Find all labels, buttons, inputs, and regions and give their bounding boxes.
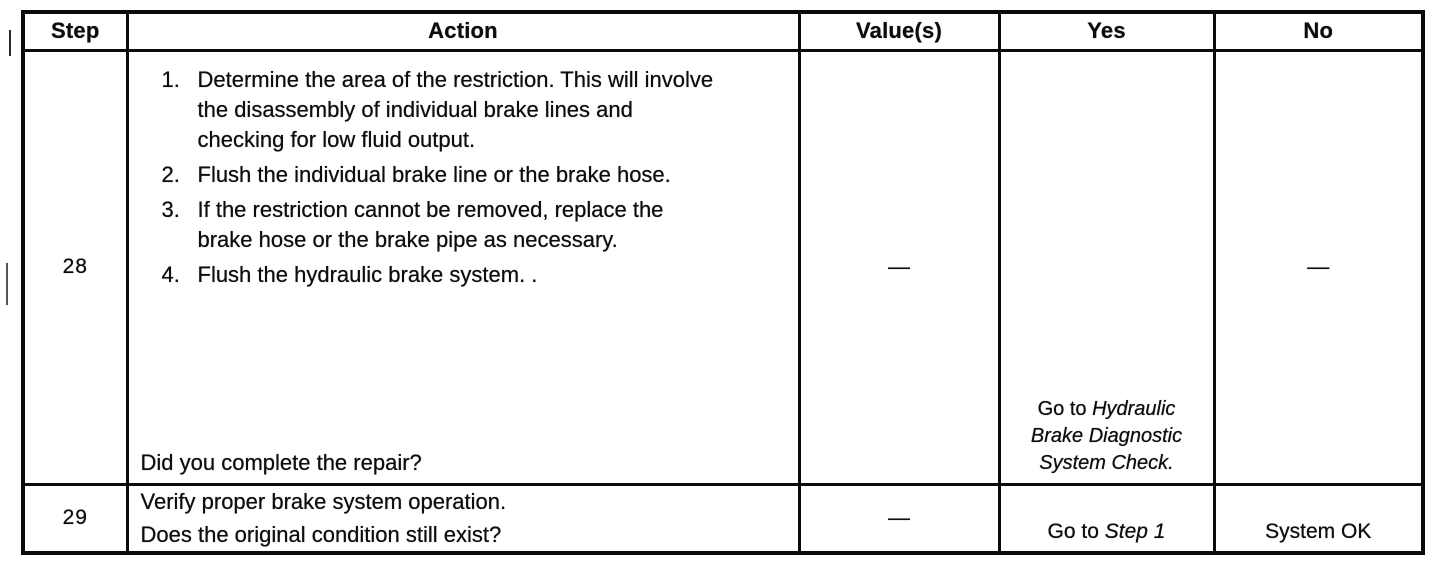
action-step-text: Flush the hydraulic brake system. . — [197, 261, 538, 287]
column-header-action: Action — [125, 10, 801, 52]
action-step-number: 2. — [161, 161, 180, 187]
no-result-text: System OK — [1265, 520, 1372, 543]
step-28-yes-cell: Go to Hydraulic Brake Diagnostic System … — [997, 48, 1216, 486]
action-step-text: Flush the individual brake line or the b… — [197, 161, 671, 187]
column-header-values: Value(s) — [797, 10, 1001, 52]
column-header-no: No — [1212, 10, 1425, 52]
action-step-list: 1. Determine the area of the restriction… — [129, 65, 798, 290]
step-29-number: 29 — [21, 482, 129, 555]
action-step-item: 1. Determine the area of the restriction… — [162, 65, 790, 155]
step-29-yes-cell: Go to Step 1 — [997, 482, 1216, 555]
action-step-text: If the restriction cannot be removed, re… — [197, 196, 664, 252]
action-question: Does the original condition still exist? — [140, 522, 502, 548]
action-question: Did you complete the repair? — [140, 449, 422, 475]
step-28-action-cell: 1. Determine the area of the restriction… — [125, 48, 801, 486]
go-to-prefix: Go to — [1047, 520, 1105, 543]
header-row: Step Action Value(s) Yes No — [21, 10, 1425, 52]
step-28-no-dash: — — [1212, 48, 1425, 486]
diagnostic-table: Step Action Value(s) Yes No 28 1. Determ… — [21, 10, 1425, 555]
action-line: Verify proper brake system operation. — [140, 489, 507, 515]
reference-italic: Hydraulic Brake Diagnostic System Check. — [1030, 397, 1183, 474]
step-29-no-cell: System OK — [1212, 482, 1425, 555]
scan-artifact — [6, 263, 8, 305]
go-to-prefix: Go to — [1037, 397, 1093, 420]
step-28-row: 28 1. Determine the area of the restrict… — [21, 48, 1425, 486]
step-28-values-dash: — — [797, 48, 1001, 486]
scan-artifact — [9, 30, 11, 56]
action-step-item: 4. Flush the hydraulic brake system. . — [162, 260, 790, 290]
action-step-number: 1. — [161, 66, 180, 92]
reference-italic: Step 1 — [1104, 520, 1166, 543]
yes-instruction: Go to Step 1 — [1001, 520, 1213, 544]
column-header-step: Step — [21, 10, 129, 52]
step-29-action-cell: Verify proper brake system operation. Do… — [125, 482, 801, 555]
action-step-number: 3. — [161, 196, 180, 222]
action-step-text: Determine the area of the restriction. T… — [197, 66, 714, 152]
column-header-yes: Yes — [997, 10, 1216, 52]
action-step-number: 4. — [161, 261, 180, 287]
step-29-row: 29 Verify proper brake system operation.… — [21, 482, 1425, 555]
step-28-number: 28 — [21, 48, 129, 486]
yes-instruction: Go to Hydraulic Brake Diagnostic System … — [1007, 396, 1207, 477]
step-29-values-dash: — — [797, 482, 1001, 555]
action-step-item: 2. Flush the individual brake line or th… — [162, 160, 790, 190]
action-step-item: 3. If the restriction cannot be removed,… — [162, 195, 790, 255]
